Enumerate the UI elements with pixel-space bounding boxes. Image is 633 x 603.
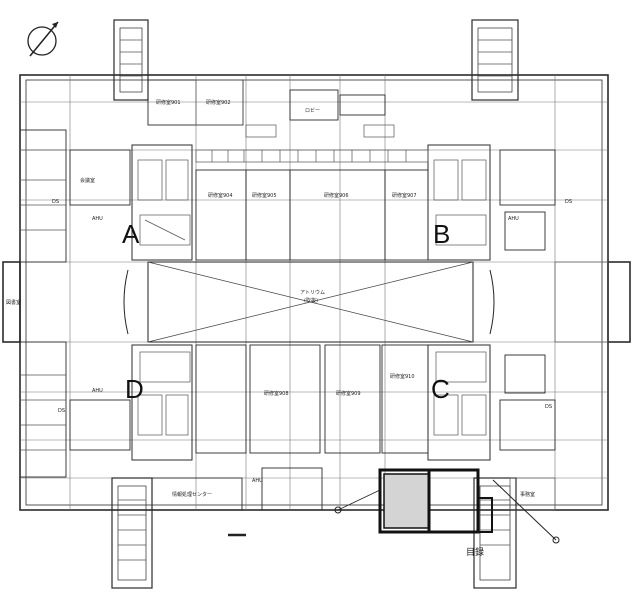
ds-label-sw: DS: [58, 408, 65, 414]
room-908-label: 研修室908: [264, 390, 289, 397]
ds-label-se: DS: [545, 404, 552, 410]
ahu-label-s: AHU: [252, 478, 263, 484]
zone-label-a: A: [122, 219, 140, 249]
south-rooms: [195, 344, 429, 454]
stair-tower-nw: [113, 19, 149, 101]
west-rooms: [19, 129, 131, 478]
south-bottom-rooms: [151, 467, 556, 537]
zone-label-b: B: [433, 219, 450, 249]
stair-tower-sw: [111, 477, 153, 589]
room-910-label: 研修室910: [390, 373, 415, 380]
stair-tower-ne: [471, 19, 519, 101]
left-mid-label: 図書室: [6, 299, 21, 306]
ds-label-ne: DS: [565, 199, 572, 205]
ahu-label-w: AHU: [92, 216, 103, 222]
room-902-label: 研修室902: [206, 99, 231, 106]
room-906-label: 研修室906: [324, 192, 349, 199]
mokuroku-label: 目録: [466, 546, 484, 558]
highlight-room: [334, 468, 560, 544]
meeting-label: 会議室: [80, 177, 95, 184]
ahu-label-sw: AHU: [92, 388, 103, 394]
lobby-label: ロビー: [305, 107, 320, 114]
north-top-rooms: [147, 79, 395, 138]
east-rooms: [499, 149, 609, 451]
core-a: [131, 144, 193, 261]
room-904-label: 研修室904: [208, 192, 233, 199]
atrium: [123, 261, 495, 343]
room-909-label: 研修室909: [336, 390, 361, 397]
north-rooms: [195, 169, 429, 261]
room-905-label: 研修室905: [252, 192, 277, 199]
room-907-label: 研修室907: [392, 192, 417, 199]
zone-label-c: C: [431, 374, 450, 404]
north-arrow-icon: [27, 21, 59, 57]
office-label: 事務室: [520, 491, 535, 498]
ahu-label-e: AHU: [508, 216, 519, 222]
zone-label-d: D: [125, 374, 144, 404]
info-center-label: 情報処理センター: [172, 491, 212, 498]
ds-label-nw: DS: [52, 199, 59, 205]
north-room-strip: [195, 149, 429, 163]
atrium-sub-label: (吹抜): [304, 297, 318, 304]
atrium-label: アトリウム: [300, 289, 325, 296]
room-901-label: 研修室901: [156, 99, 181, 106]
core-d: [131, 344, 193, 461]
